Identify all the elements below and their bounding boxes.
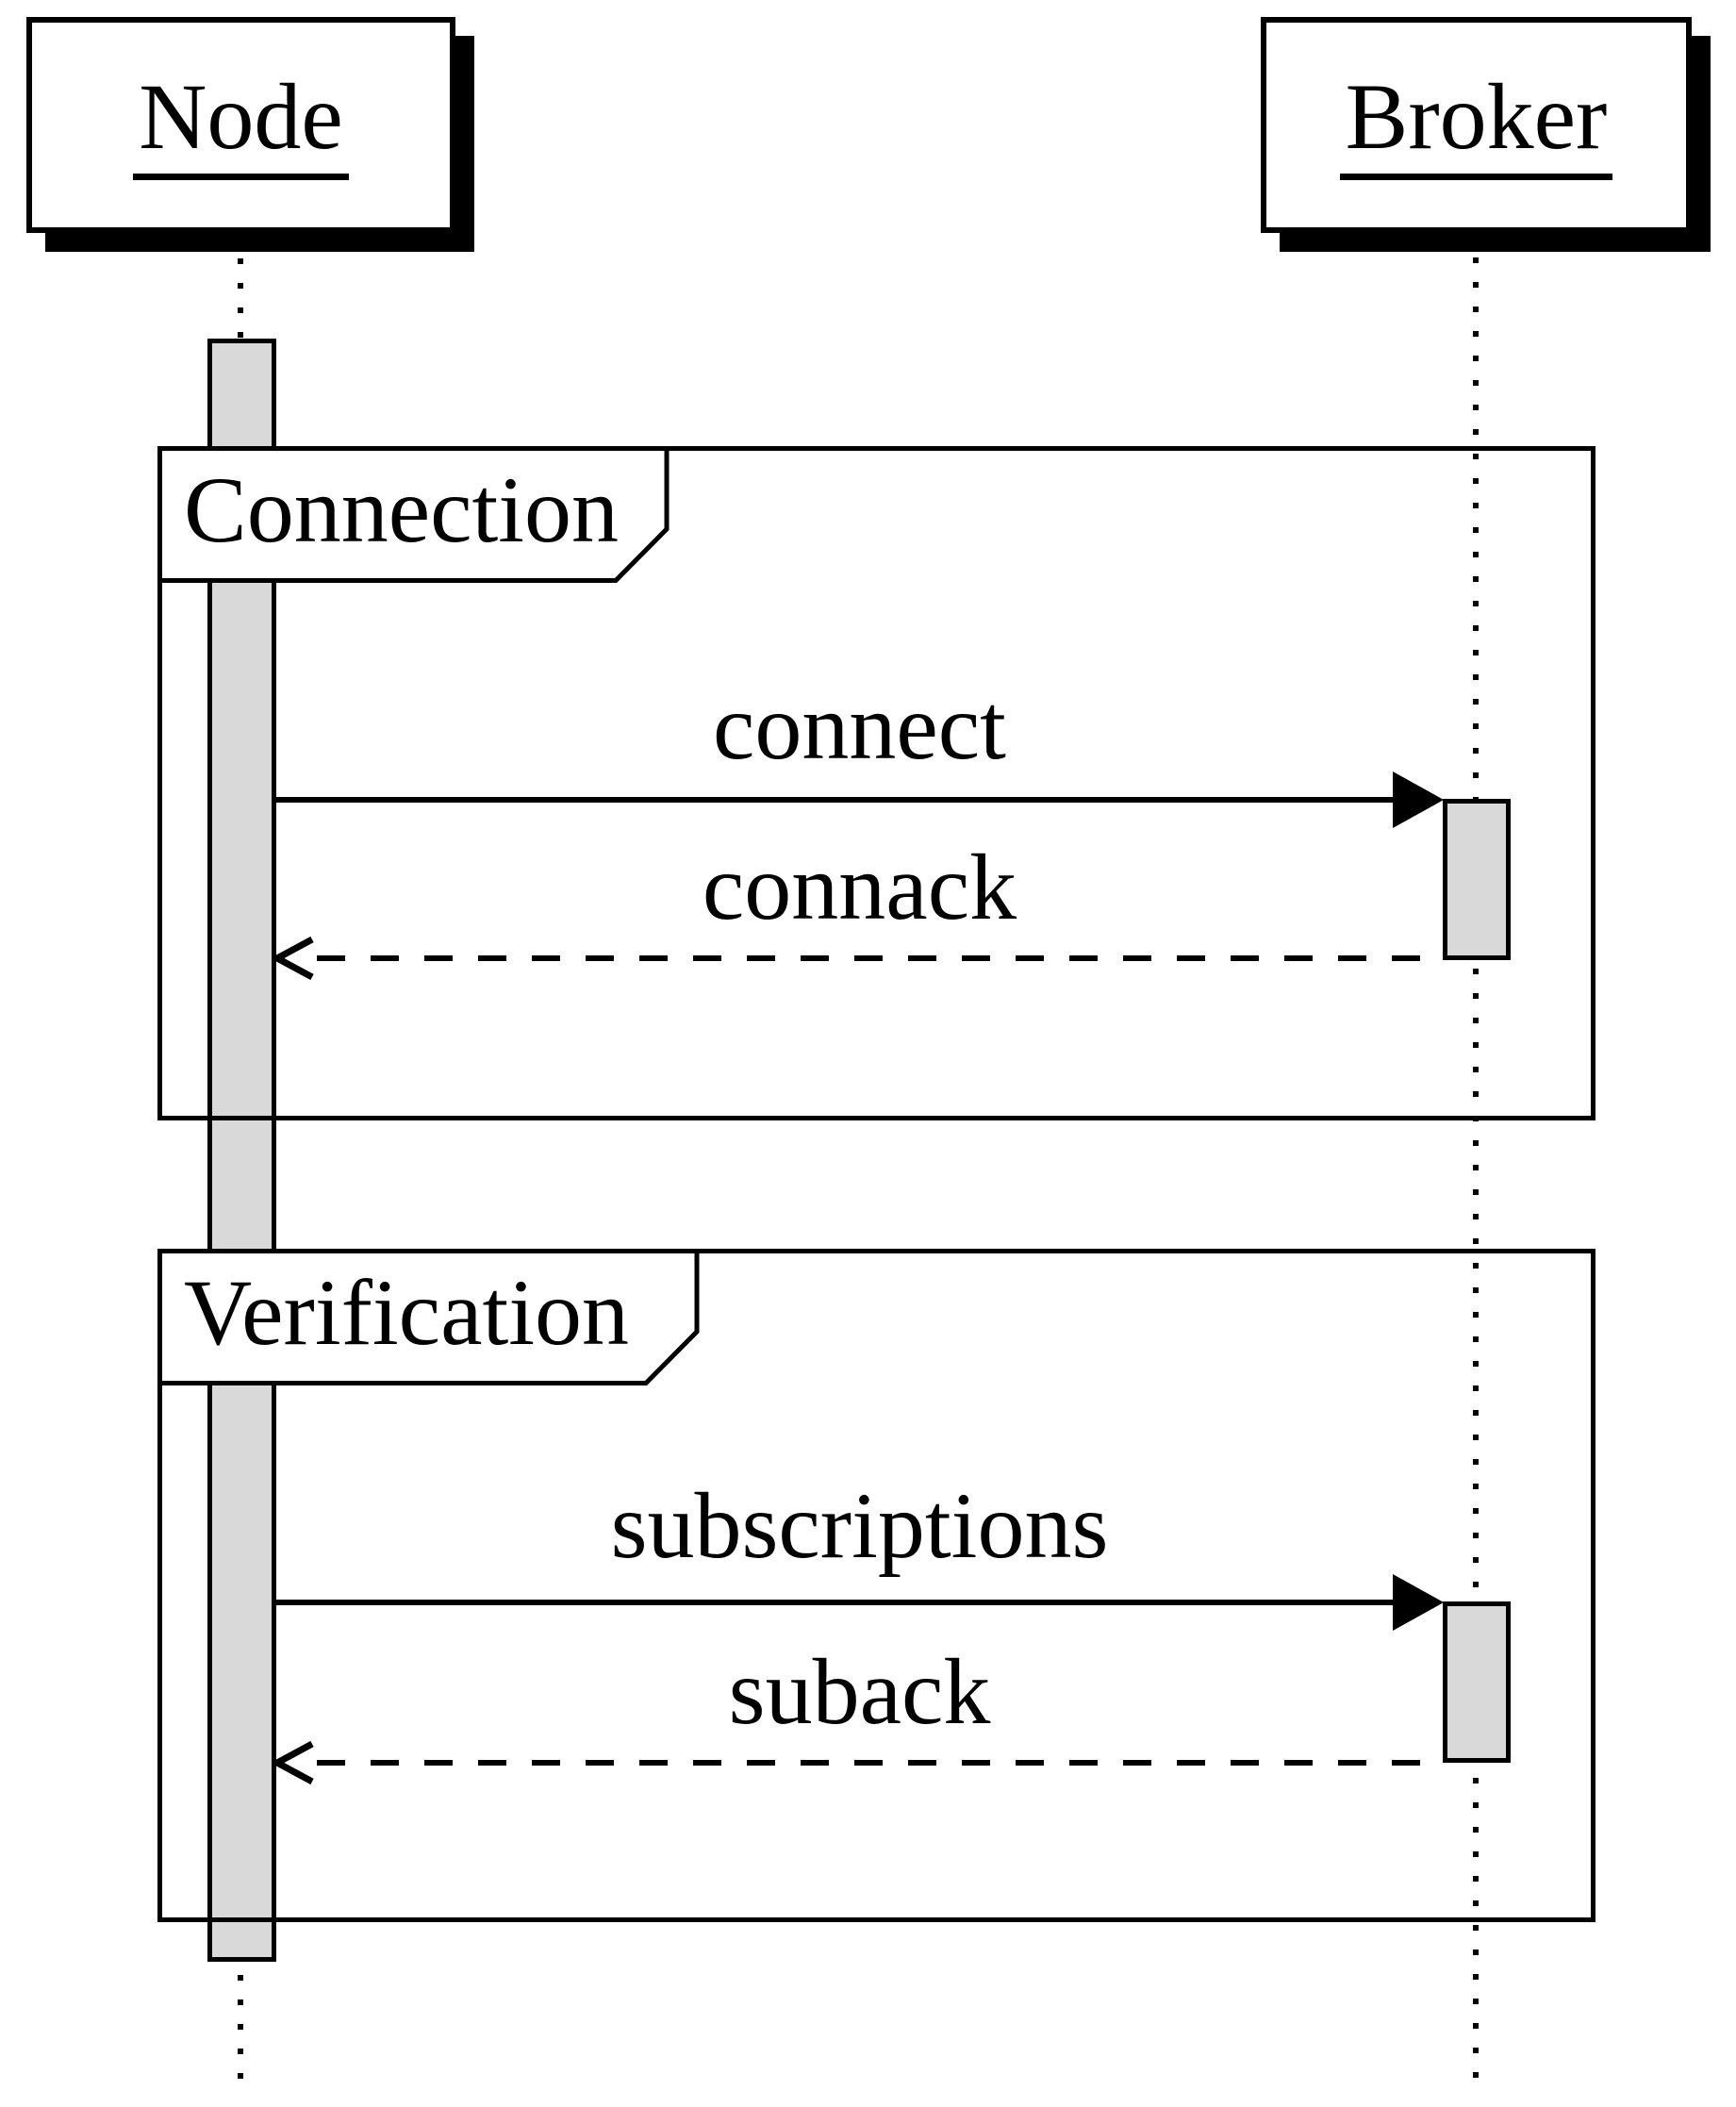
connection-frame bbox=[157, 446, 1595, 1120]
connection-frame-label-tab bbox=[157, 446, 670, 583]
subscriptions-message-label: subscriptions bbox=[610, 1473, 1109, 1578]
connack-open-arrowhead-icon bbox=[273, 937, 314, 980]
verification-frame-label: Verification bbox=[184, 1260, 630, 1365]
connack-message-label: connack bbox=[702, 835, 1017, 939]
connack-message-line bbox=[317, 955, 1443, 961]
verification-frame bbox=[157, 1249, 1595, 1922]
suback-open-arrowhead-icon bbox=[273, 1741, 314, 1784]
connect-message-label: connect bbox=[713, 674, 1006, 779]
connection-frame-label: Connection bbox=[184, 457, 620, 562]
suback-message-line bbox=[317, 1760, 1443, 1766]
broker-name-label: Broker bbox=[1339, 70, 1613, 180]
verification-frame-label-tab bbox=[157, 1249, 700, 1385]
suback-message-label: suback bbox=[728, 1639, 991, 1744]
connect-arrowhead-icon bbox=[1393, 771, 1444, 828]
broker-activation-bar-2 bbox=[1443, 1601, 1511, 1763]
node-name-label: Node bbox=[133, 70, 349, 180]
broker-head-box: Broker bbox=[1261, 17, 1692, 233]
subscriptions-message-line bbox=[276, 1600, 1395, 1605]
subscriptions-arrowhead-icon bbox=[1393, 1574, 1444, 1631]
connect-message-line bbox=[276, 797, 1395, 803]
broker-lifeline bbox=[1473, 233, 1479, 2087]
node-head-box: Node bbox=[26, 17, 455, 233]
node-activation-bar bbox=[207, 339, 276, 1962]
broker-activation-bar-1 bbox=[1443, 799, 1511, 960]
